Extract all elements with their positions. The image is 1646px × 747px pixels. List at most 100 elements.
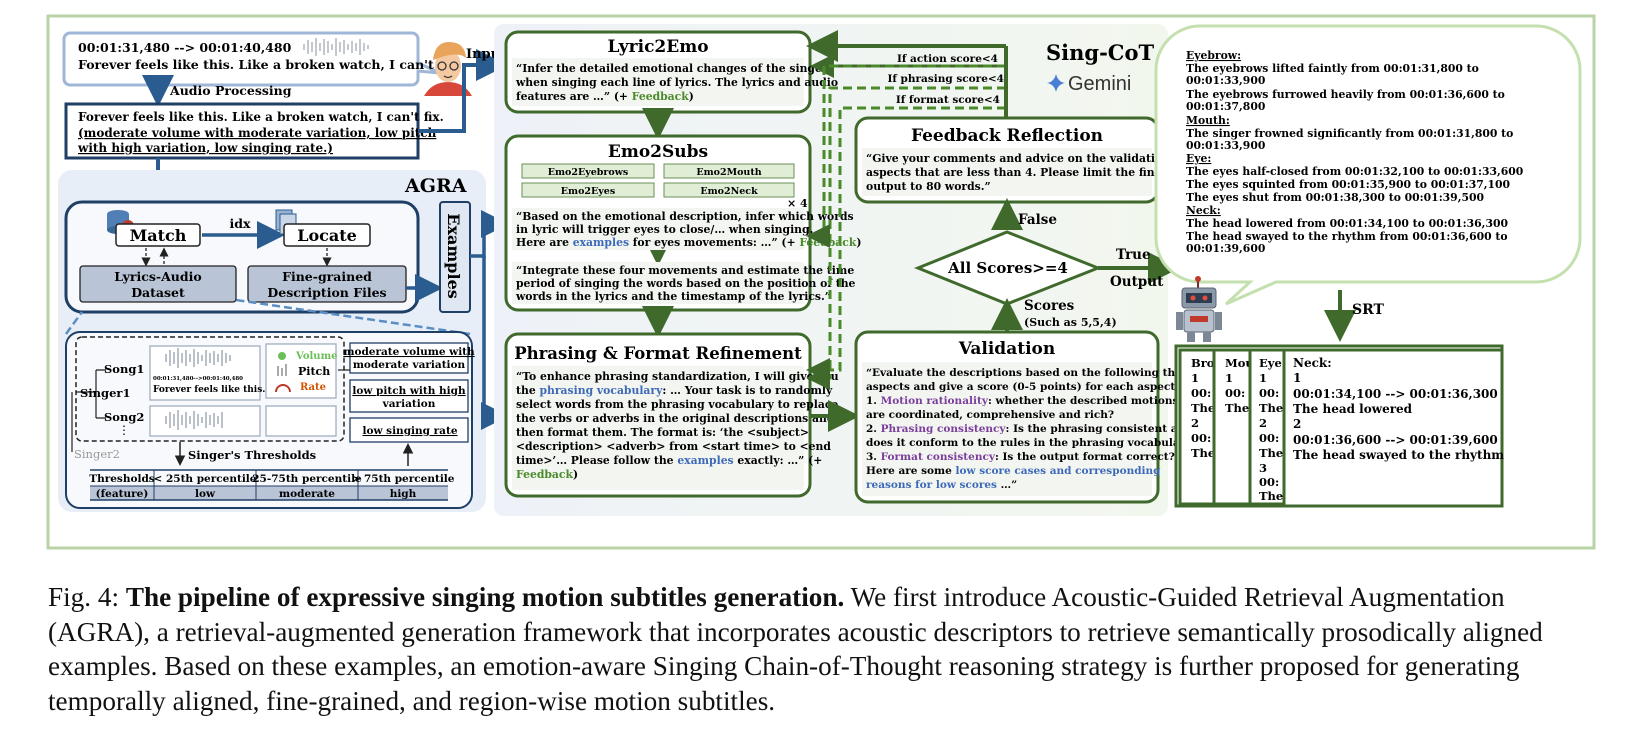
times4-label: × 4 [787, 197, 808, 210]
svg-text:Output: Output [1110, 274, 1164, 290]
svg-text:Emo2Eyebrows: Emo2Eyebrows [548, 167, 629, 178]
svg-text:If phrasing score<4: If phrasing score<4 [887, 73, 1004, 85]
srt-card-eyebrow-text: Bro 1 00: The 2 00: The [1191, 356, 1219, 460]
svg-text:(moderate volume with moderate: (moderate volume with moderate variation… [78, 126, 437, 140]
feedback-text-bg [862, 148, 1152, 196]
caption-body: We first introduce Acoustic-Guided Retri… [48, 582, 1543, 716]
description-box: Forever feels like this. Like a broken w… [64, 102, 444, 160]
caption-label: Fig. 4: [48, 582, 120, 612]
singer-dashed-group [75, 336, 345, 442]
svg-text:If action score<4: If action score<4 [897, 53, 998, 65]
pitch-icon [277, 364, 287, 376]
srt-card-mouth-text: Mou 1 00: The [1225, 356, 1258, 415]
svg-text:If format score<4: If format score<4 [896, 94, 1000, 106]
svg-text:Singer's Thresholds: Singer's Thresholds [188, 448, 316, 462]
validation-title: Validation [958, 339, 1055, 359]
phrasing-text-bg [512, 366, 804, 490]
idx-label: idx [230, 216, 251, 231]
description-files-box [247, 265, 407, 303]
svg-text:True: True [1116, 247, 1151, 263]
srt-card-eye [1248, 348, 1286, 506]
feedback-loop-emo2subs [806, 64, 1006, 248]
chip-eyes [521, 182, 655, 198]
output-text: Eyebrow: The eyebrows lifted faintly fro… [1186, 49, 1527, 255]
emo2subs-text1-bg [512, 208, 804, 250]
emo2subs-title: Emo2Subs [608, 142, 708, 162]
validation-text-bg [862, 362, 1152, 496]
dataset-box [79, 265, 237, 303]
song1-card [149, 345, 261, 401]
emo2subs-text1: “Based on the emotional description, inf… [516, 210, 861, 249]
svg-text:moderate volume with: moderate volume with [343, 346, 475, 358]
srt-card-neck [1282, 348, 1504, 508]
svg-text:Volume: Volume [295, 351, 338, 362]
feature-card-2 [265, 405, 337, 437]
svg-text:low pitch with high: low pitch with high [352, 385, 466, 397]
desc-a-box [349, 342, 469, 374]
svg-text:Pitch: Pitch [298, 365, 330, 378]
phrasing-text: “To enhance phrasing standardization, I … [516, 370, 842, 481]
validation-text: “Evaluate the descriptions based on the … [866, 367, 1201, 491]
locate-box [283, 223, 371, 247]
waveform-icon [165, 348, 231, 368]
svg-text:(feature): (feature) [96, 488, 149, 500]
robot-icon [1176, 276, 1222, 342]
decision-label: All Scores>=4 [947, 259, 1068, 277]
volume-icon [278, 352, 286, 360]
examples-label: Examples [444, 213, 463, 298]
svg-text:Dataset: Dataset [131, 285, 185, 300]
audio-timestamp: 00:01:31,480 --> 00:01:40,480 [78, 40, 292, 55]
desc-c-box [349, 417, 469, 443]
svg-text:Thresholds: Thresholds [89, 473, 155, 485]
svg-text:False: False [1018, 212, 1057, 228]
svg-text:Fine-grained: Fine-grained [282, 269, 372, 284]
waveform-icon [165, 410, 223, 430]
gemini-star-icon [1047, 74, 1065, 92]
lyric2emo-text: “Infer the detailed emotional changes of… [515, 62, 842, 103]
svg-text:00:01:31,480-->00:01:40,480: 00:01:31,480-->00:01:40,480 [153, 376, 243, 382]
svg-text:Emo2Eyes: Emo2Eyes [561, 186, 615, 197]
thresholds-table: Thresholds < 25th percentile 25-75th per… [89, 469, 455, 501]
pipeline-figure: 00:01:31,480 --> 00:01:40,480 Forever fe… [46, 14, 1596, 550]
svg-text:25-75th percentile: 25-75th percentile [252, 473, 362, 485]
locate-label: Locate [297, 226, 357, 245]
song2-card [149, 405, 261, 437]
chip-neck [663, 182, 795, 198]
svg-text:moderate variation: moderate variation [353, 359, 466, 371]
output-speech-bubble [1154, 24, 1582, 306]
rate-gauge-icon [275, 384, 291, 393]
lyric2emo-title: Lyric2Emo [607, 37, 708, 57]
feedback-loop-format [806, 106, 1006, 382]
svg-text:Emo2Neck: Emo2Neck [700, 186, 758, 197]
svg-text:low singing rate: low singing rate [362, 425, 457, 437]
emo2subs-text2-bg [512, 262, 804, 304]
lyric2emo-text-bg [512, 58, 804, 106]
waveform-icon [303, 38, 369, 56]
feedback-loop-phrasing [806, 86, 1006, 390]
svg-text:Lyrics-Audio: Lyrics-Audio [114, 269, 201, 284]
svg-text:high: high [390, 488, 417, 500]
svg-text:Song2: Song2 [104, 410, 144, 424]
srt-label: SRT [1352, 302, 1384, 318]
svg-text:variation: variation [382, 398, 436, 410]
feedback-title: Feedback Reflection [911, 126, 1103, 146]
svg-text:moderate: moderate [279, 488, 335, 500]
svg-text:Scores: Scores [1024, 298, 1075, 314]
audio-lyric: Forever feels like this. Like a broken w… [78, 57, 459, 72]
chip-eyebrows [521, 163, 655, 179]
tree-lines [71, 369, 106, 452]
feedback-text: “Give your comments and advice on the va… [866, 152, 1174, 193]
gemini-label: Gemini [1068, 73, 1131, 95]
svg-text:with high variation, low singi: with high variation, low singing rate.) [77, 141, 333, 155]
srt-card-neck-text: Neck: 1 00:01:34,100 --> 00:01:36,300 Th… [1293, 356, 1504, 462]
srt-card-mouth [1212, 348, 1252, 506]
audio-processing-label: Audio Processing [169, 83, 292, 98]
zoom-line [235, 298, 471, 336]
svg-text:Rate: Rate [300, 382, 326, 393]
svg-text:Description Files: Description Files [267, 285, 386, 300]
agra-title: AGRA [404, 175, 467, 197]
svg-text:> 75th percentile: > 75th percentile [352, 473, 455, 485]
chip-mouth [663, 163, 795, 179]
arrow-input [418, 49, 508, 133]
audio-bubble: 00:01:31,480 --> 00:01:40,480 Forever fe… [62, 31, 459, 87]
